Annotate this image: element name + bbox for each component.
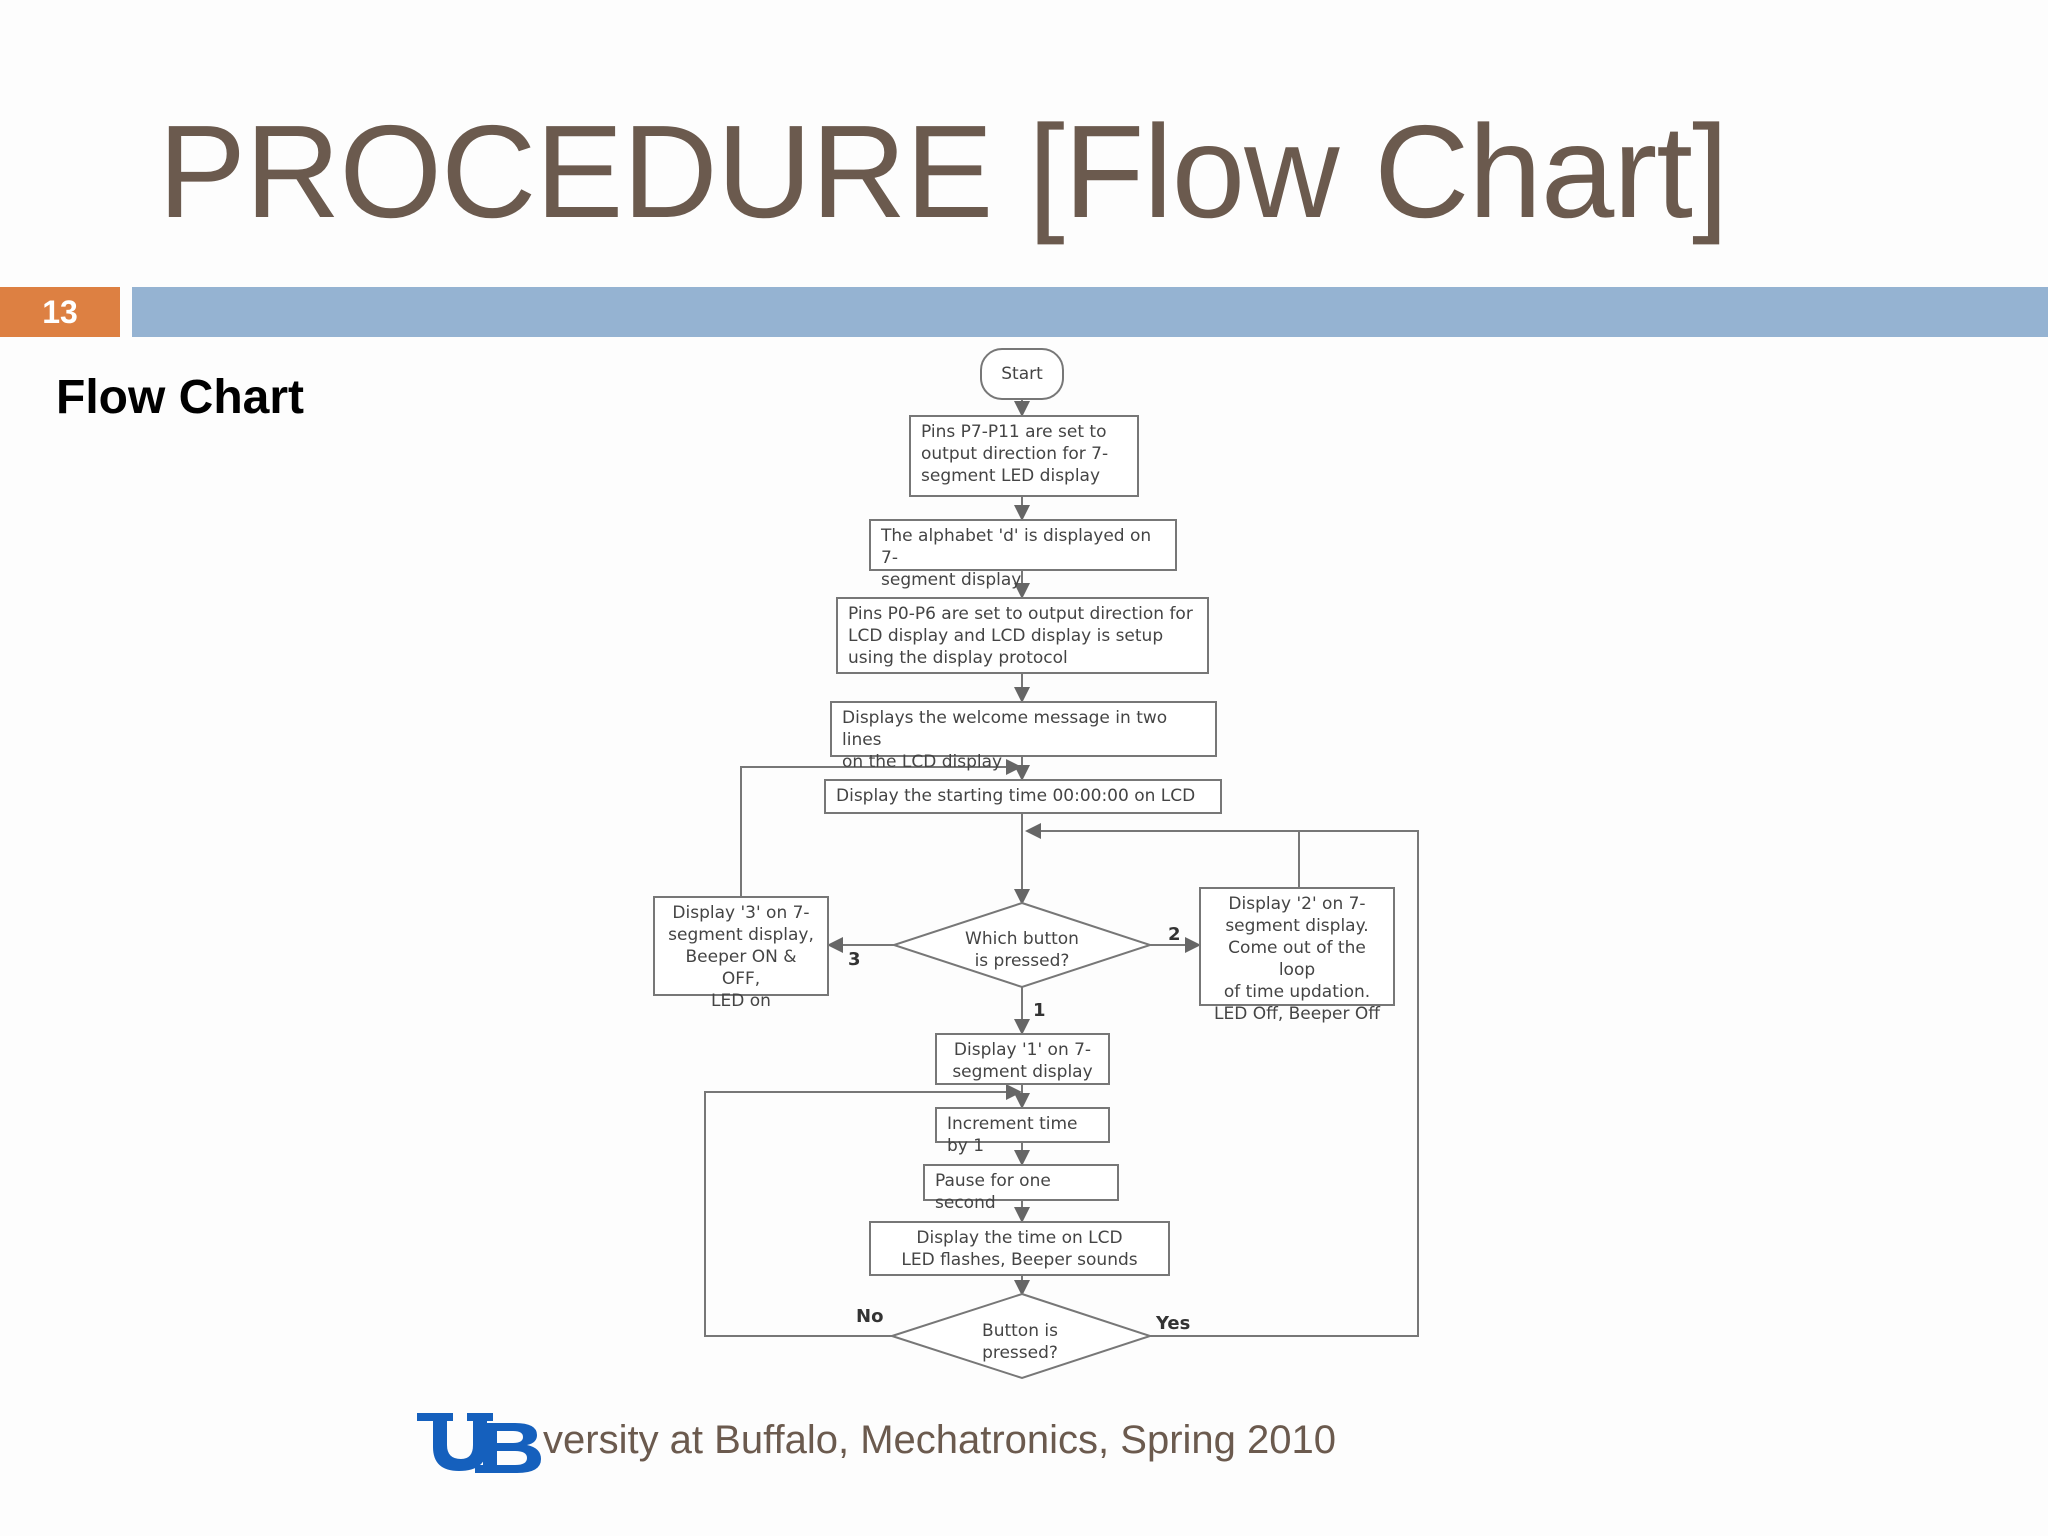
step-pins-p7-p11: Pins P7-P11 are set to output direction … xyxy=(909,415,1139,497)
edge-label-yes: Yes xyxy=(1156,1313,1191,1334)
edge-label-3: 3 xyxy=(848,949,861,970)
decision-which-button-text: Which button is pressed? xyxy=(965,929,1079,971)
decision-which-button xyxy=(890,901,1154,989)
flow-chart-heading: Flow Chart xyxy=(56,371,304,424)
decision-button-pressed-text: Button is pressed? xyxy=(982,1321,1058,1363)
step-pause: Pause for one second xyxy=(923,1164,1119,1213)
decision-button-pressed xyxy=(888,1292,1154,1380)
slide-title: PROCEDURE [Flow Chart] xyxy=(158,98,1729,245)
step-display-time: Display the time on LCD LED flashes, Bee… xyxy=(869,1221,1170,1276)
start-node: Start xyxy=(980,348,1064,400)
edge-label-no: No xyxy=(856,1306,884,1327)
step-display-1: Display '1' on 7- segment display xyxy=(935,1033,1110,1085)
step-welcome-message: Displays the welcome message in two line… xyxy=(830,701,1217,772)
branch-display-2: Display '2' on 7- segment display. Come … xyxy=(1199,887,1395,1024)
header-band xyxy=(132,287,2048,337)
step-starting-time: Display the starting time 00:00:00 on LC… xyxy=(824,779,1222,814)
step-pins-p0-p6: Pins P0-P6 are set to output direction f… xyxy=(836,597,1209,674)
edge-label-1: 1 xyxy=(1033,1000,1046,1021)
branch-display-3: Display '3' on 7- segment display, Beepe… xyxy=(653,896,829,1011)
step-increment-time: Increment time by 1 xyxy=(935,1107,1110,1156)
ub-logo xyxy=(417,1413,541,1473)
footer-text: versity at Buffalo, Mechatronics, Spring… xyxy=(543,1418,1337,1462)
step-alphabet-d: The alphabet 'd' is displayed on 7- segm… xyxy=(869,519,1177,590)
slide-number: 13 xyxy=(0,287,120,337)
edge-label-2: 2 xyxy=(1168,924,1181,945)
